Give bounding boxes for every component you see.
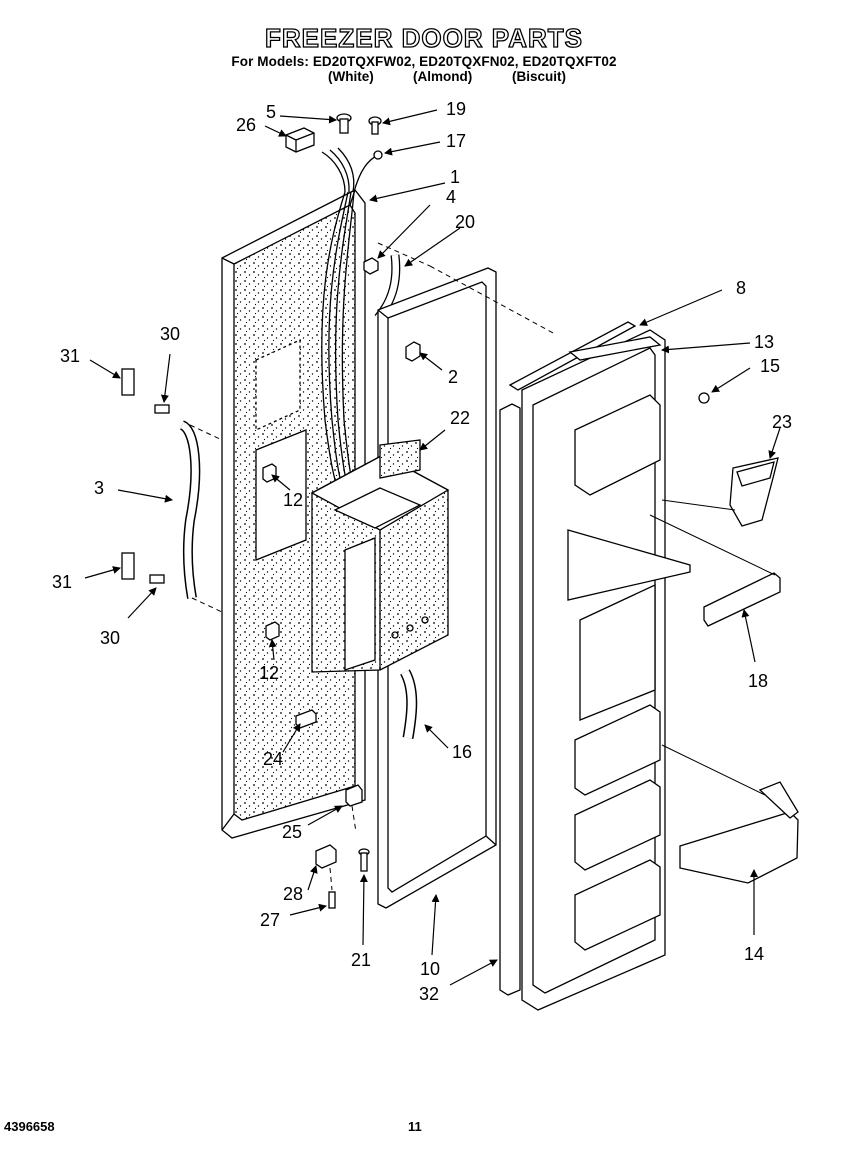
models-line: For Models: ED20TQXFW02, ED20TQXFN02, ED… (231, 54, 617, 69)
assembly-lines (189, 242, 556, 891)
callout-2: 2 (448, 367, 458, 387)
document-number: 4396658 (4, 1119, 55, 1134)
color-almond: (Almond) (413, 69, 473, 84)
callout-12b: 12 (259, 663, 279, 683)
page-header: FREEZER DOOR PARTS For Models: ED20TQXFW… (0, 23, 848, 87)
callout-28: 28 (283, 884, 303, 904)
tie-17 (373, 150, 383, 160)
connector-26 (285, 127, 315, 153)
callout-30b: 30 (100, 628, 120, 648)
hinge-25 (345, 784, 363, 807)
hinge-28 (315, 844, 337, 869)
callout-1: 1 (450, 167, 460, 187)
callout-16: 16 (452, 742, 472, 762)
callout-5: 5 (266, 102, 276, 122)
callout-31b: 31 (52, 572, 72, 592)
screw-27 (328, 891, 336, 909)
callout-21: 21 (351, 950, 371, 970)
screw-30a (154, 404, 170, 414)
callout-27: 27 (260, 910, 280, 930)
shelf-14 (679, 781, 799, 884)
trim-32 (499, 403, 521, 996)
top-trim-8 (508, 321, 637, 391)
callout-24: 24 (263, 749, 283, 769)
door-handle-3 (179, 420, 201, 599)
callout-12a: 12 (283, 490, 303, 510)
callout-30a: 30 (160, 324, 180, 344)
tube-16 (400, 669, 418, 739)
callout-3: 3 (94, 478, 104, 498)
model-colors: (White) (Almond) (Biscuit) (0, 69, 848, 87)
inner-door-liner (521, 329, 691, 1011)
callout-25: 25 (282, 822, 302, 842)
callout-labels: 26 5 19 17 1 4 20 8 13 15 23 2 22 12 12 … (52, 99, 792, 1004)
callout-15: 15 (760, 356, 780, 376)
leader-lines (649, 499, 776, 796)
callout-18: 18 (748, 671, 768, 691)
callout-17: 17 (446, 131, 466, 151)
clip-12b (265, 621, 280, 641)
callout-32: 32 (419, 984, 439, 1004)
screw-21 (358, 848, 370, 872)
screw-5 (336, 113, 352, 134)
callout-26: 26 (236, 115, 256, 135)
strip-18 (703, 572, 781, 627)
callout-23: 23 (772, 412, 792, 432)
screw-30b (149, 574, 165, 584)
callout-19: 19 (446, 99, 466, 119)
clip-12a (262, 463, 277, 483)
screw-4 (363, 257, 379, 275)
callout-20: 20 (455, 212, 475, 232)
callout-22: 22 (450, 408, 470, 428)
callout-13: 13 (754, 332, 774, 352)
cap-31b (121, 552, 135, 580)
page-title: FREEZER DOOR PARTS (264, 23, 583, 53)
cap-31a (121, 368, 135, 396)
color-biscuit: (Biscuit) (512, 69, 566, 84)
callout-8: 8 (736, 278, 746, 298)
callout-31a: 31 (60, 346, 80, 366)
callout-4: 4 (446, 187, 456, 207)
screw-19 (368, 116, 382, 135)
color-white: (White) (328, 69, 374, 84)
chute-23 (729, 457, 779, 527)
callout-10: 10 (420, 959, 440, 979)
callout-arrows (84, 109, 781, 986)
screw-15 (698, 392, 710, 404)
top-trim-13 (568, 336, 662, 361)
dispenser-housing (310, 439, 450, 673)
callout-14: 14 (744, 944, 764, 964)
page-number: 11 (408, 1119, 422, 1134)
